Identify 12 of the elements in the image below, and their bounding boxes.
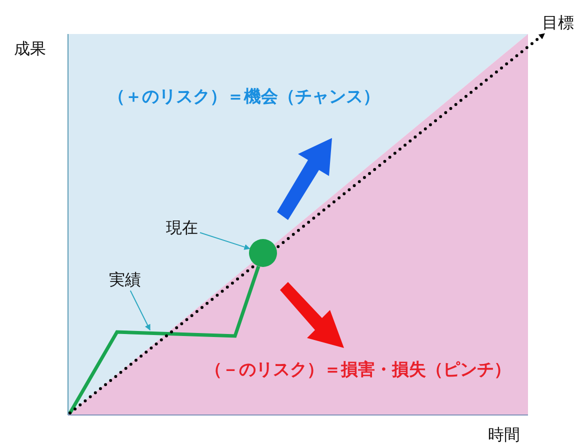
goal-label: 目標	[542, 14, 574, 32]
annotation-text: （＋のリスク）＝機会（チャンス）	[108, 88, 380, 107]
leader-line	[200, 232, 250, 250]
leader-line	[130, 290, 150, 331]
axis-label: 成果	[14, 40, 46, 58]
current-point-marker	[249, 239, 277, 267]
point-label: 現在	[166, 219, 198, 237]
annotation-text: （－のリスク）＝損害・損失（ピンチ）	[205, 361, 511, 380]
target-line	[68, 32, 546, 414]
point-label: 実績	[109, 271, 141, 289]
results-line	[68, 266, 260, 414]
axis-label: 時間	[488, 426, 520, 444]
